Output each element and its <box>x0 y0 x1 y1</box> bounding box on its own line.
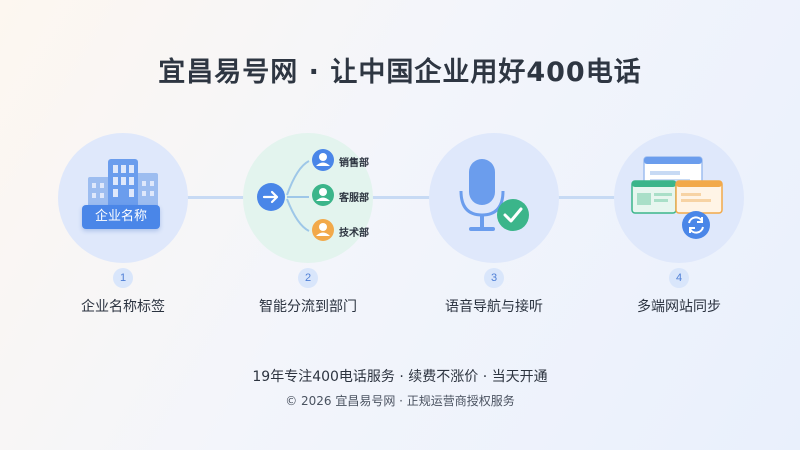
step-number-4: 4 <box>669 268 689 288</box>
connector-line-3 <box>557 196 617 199</box>
step-3-illustration <box>429 133 559 263</box>
connector-line-1 <box>186 196 246 199</box>
department-sales: 销售部 <box>339 158 369 169</box>
step-label-1: 企业名称标签 <box>81 299 165 315</box>
multi-window-sync-icon <box>631 156 723 239</box>
user-icon-service <box>312 184 334 206</box>
route-arrow-bottom <box>286 198 310 232</box>
building-icon <box>88 159 158 213</box>
routing-diagram <box>257 149 334 241</box>
department-tech: 技术部 <box>339 228 369 239</box>
step-number-1: 1 <box>113 268 133 288</box>
step-2-illustration: 销售部 客服部 技术部 <box>243 133 373 263</box>
connector-line-2 <box>372 196 432 199</box>
step-4-illustration <box>614 133 744 263</box>
step-label-3: 语音导航与接听 <box>445 299 543 315</box>
user-icon-sales <box>312 149 334 171</box>
page-title: 宜昌易号网 · 让中国企业用好400电话 <box>158 57 642 88</box>
step-label-2: 智能分流到部门 <box>259 299 357 315</box>
step-number-3: 3 <box>484 268 504 288</box>
sync-icon <box>682 211 710 239</box>
route-arrow-top <box>286 160 310 196</box>
microphone-icon <box>459 159 529 231</box>
step-number-2: 2 <box>298 268 318 288</box>
step-label-4: 多端网站同步 <box>637 299 721 315</box>
user-icon-tech <box>312 219 334 241</box>
check-icon <box>497 199 529 231</box>
step-1-illustration: 企业名称 <box>58 133 188 263</box>
service-highlights: 19年专注400电话服务 · 续费不涨价 · 当天开通 <box>252 369 548 385</box>
company-name-tag: 企业名称 <box>82 205 160 229</box>
copyright-notice: © 2026 宜昌易号网 · 正规运营商授权服务 <box>285 394 515 408</box>
department-service: 客服部 <box>339 193 369 204</box>
